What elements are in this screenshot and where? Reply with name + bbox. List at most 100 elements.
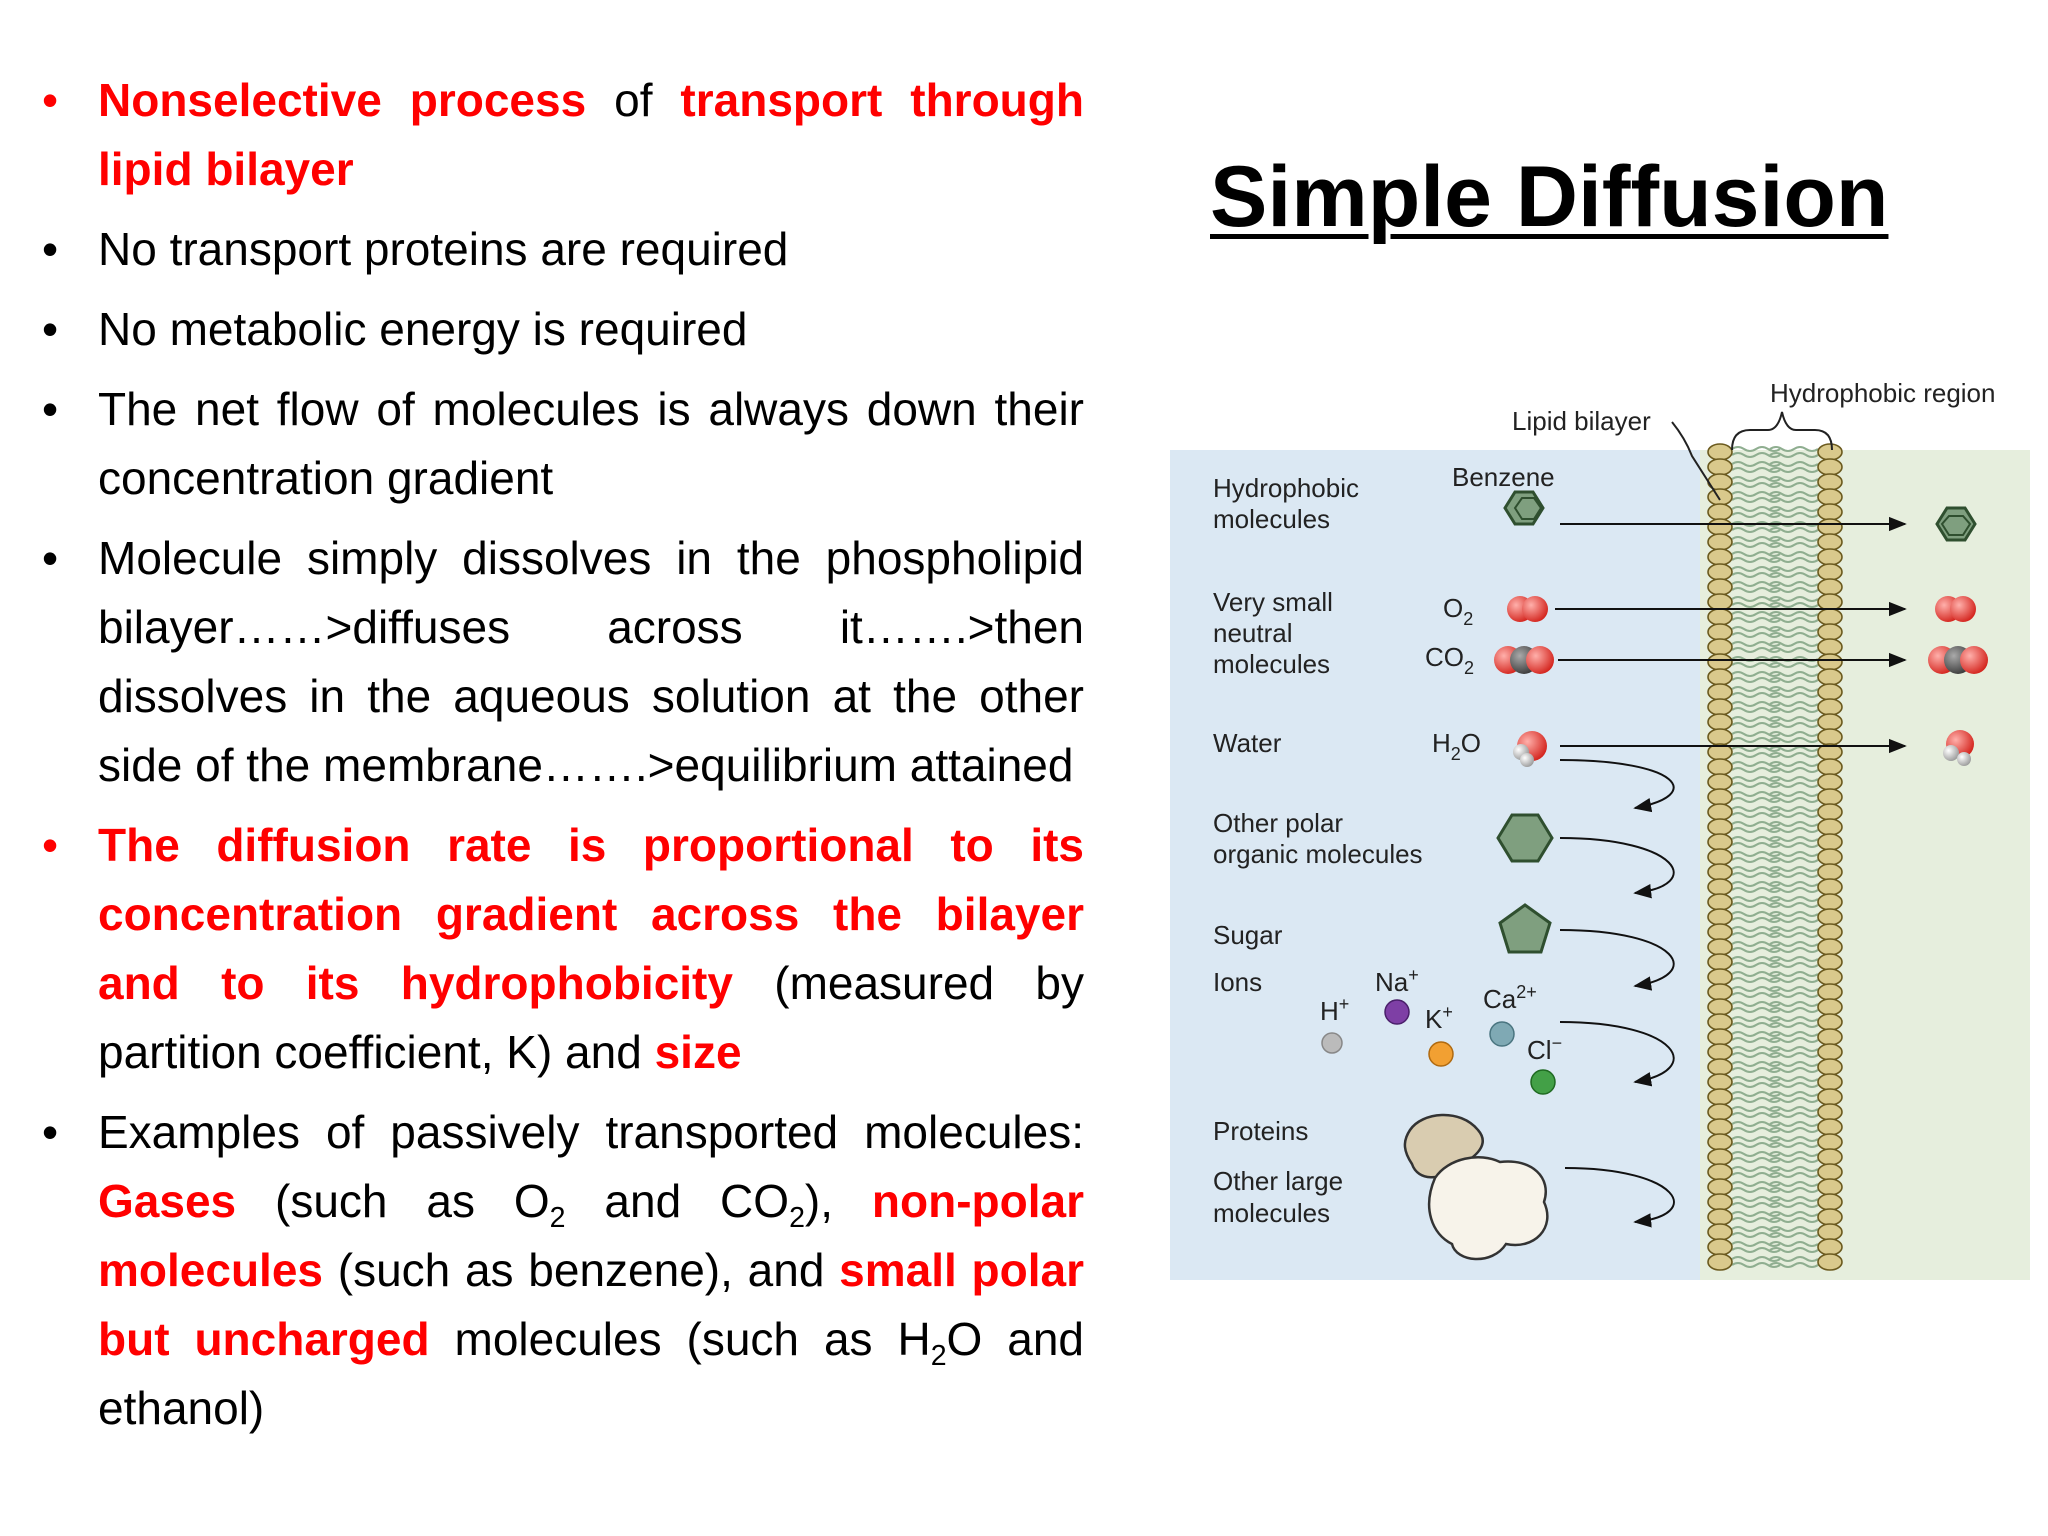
lipid-tail xyxy=(1731,692,1819,698)
lipid-tail xyxy=(1731,476,1819,482)
lipid-tail xyxy=(1731,581,1819,587)
lipid-tail xyxy=(1731,977,1819,983)
lipid-tail xyxy=(1731,1142,1819,1148)
lipid-tail xyxy=(1731,626,1819,632)
phospholipid-head xyxy=(1707,563,1733,581)
phospholipid-head xyxy=(1707,533,1733,551)
bullet-marker: • xyxy=(41,532,59,584)
subscript: 2 xyxy=(789,1201,805,1234)
lipid-tail xyxy=(1731,452,1819,458)
bullet-text: Examples of passively transported molecu… xyxy=(98,1106,1084,1158)
cl-ion-label: Cl− xyxy=(1527,1033,1562,1065)
other-polar-label-1: Other polar xyxy=(1213,808,1343,838)
bullet-marker: • xyxy=(41,74,59,126)
lipid-tail xyxy=(1731,662,1819,668)
bullet-item: • Examples of passively transported molec… xyxy=(30,1098,1084,1443)
phospholipid-head xyxy=(1817,503,1843,521)
h2o-right-hydrogen-2-icon xyxy=(1957,752,1971,766)
lipid-tail xyxy=(1731,857,1819,863)
bullet-text: non-polar molecules xyxy=(98,1175,1084,1296)
phospholipid-head xyxy=(1707,1043,1733,1061)
hydrophobic-molecules-label: Hydrophobic xyxy=(1213,473,1359,503)
lipid-tail xyxy=(1731,896,1819,902)
phospholipid-head xyxy=(1707,1088,1733,1106)
phospholipid-head xyxy=(1707,458,1733,476)
phospholipid-head xyxy=(1817,938,1843,956)
lipid-tail xyxy=(1731,761,1819,767)
phospholipid-head xyxy=(1817,1088,1843,1106)
lipid-tail xyxy=(1731,1232,1819,1238)
cl-ion-icon xyxy=(1530,1069,1556,1095)
lipid-tail xyxy=(1731,917,1819,923)
o2-atom-2-icon xyxy=(1522,596,1548,622)
lipid-tail xyxy=(1731,461,1819,467)
h2o-right-hydrogen-1-icon xyxy=(1943,745,1959,761)
phospholipid-head xyxy=(1817,593,1843,611)
lipid-tail xyxy=(1731,1031,1819,1037)
lipid-tail xyxy=(1731,1121,1819,1127)
very-small-label-3: molecules xyxy=(1213,649,1330,679)
lipid-bilayer-label: Lipid bilayer xyxy=(1512,406,1651,436)
bullet-text: (measured by partition coefficient, K) a… xyxy=(98,957,1084,1078)
lipid-tail xyxy=(1731,557,1819,563)
lipid-tail xyxy=(1731,887,1819,893)
bullet-text: The diffusion rate is proportional to it… xyxy=(98,819,1084,1009)
lipid-tail xyxy=(1731,1211,1819,1217)
bullet-marker: • xyxy=(41,1106,59,1158)
phospholipid-head xyxy=(1817,998,1843,1016)
phospholipid-head xyxy=(1707,518,1733,536)
phospholipid-head xyxy=(1707,803,1733,821)
phospholipid-head xyxy=(1817,773,1843,791)
intracellular-region xyxy=(1700,450,2030,1280)
lipid-tail xyxy=(1731,1067,1819,1073)
phospholipid-head xyxy=(1707,503,1733,521)
phospholipid-head xyxy=(1817,473,1843,491)
phospholipid-head xyxy=(1707,1073,1733,1091)
h2o-label: H2O xyxy=(1432,728,1481,764)
phospholipid-head xyxy=(1817,563,1843,581)
bullet-text: (such as O xyxy=(236,1175,550,1227)
ions-bounce-arrow xyxy=(1559,1021,1675,1087)
phospholipid-head xyxy=(1707,1193,1733,1211)
phospholipid-head xyxy=(1817,683,1843,701)
phospholipid-head xyxy=(1707,848,1733,866)
diagram-svg: Lipid bilayer Hydrophobic region Hydroph… xyxy=(1170,378,2030,1280)
phospholipid-head xyxy=(1707,1208,1733,1226)
co2-atom-2-icon xyxy=(1526,646,1554,674)
lipid-tail xyxy=(1731,911,1819,917)
phospholipid-head xyxy=(1707,638,1733,656)
lipid-tail xyxy=(1731,1076,1819,1082)
other-large-label-2: molecules xyxy=(1213,1198,1330,1228)
phospholipid-head xyxy=(1707,1178,1733,1196)
lipid-tail xyxy=(1731,1016,1819,1022)
phospholipid-head xyxy=(1817,653,1843,671)
very-small-label-2: neutral xyxy=(1213,618,1293,648)
lipid-tail xyxy=(1731,737,1819,743)
phospholipid-head xyxy=(1707,593,1733,611)
bullet-text: small polar but uncharged xyxy=(98,1244,1084,1365)
lipid-tail xyxy=(1731,932,1819,938)
ca-ion-icon xyxy=(1489,1021,1515,1047)
phospholipid-head xyxy=(1707,1103,1733,1121)
benzene-hexagon-icon xyxy=(1503,490,1545,526)
bullet-text: Molecule simply dissolves in the phospho… xyxy=(98,532,1084,791)
polar-molecule-hexagon-icon xyxy=(1496,813,1554,863)
phospholipid-head xyxy=(1817,668,1843,686)
phospholipid-head xyxy=(1817,1028,1843,1046)
k-ion-label: K+ xyxy=(1425,1002,1453,1034)
phospholipid-head xyxy=(1707,938,1733,956)
lipid-tail xyxy=(1731,776,1819,782)
bullet-text: ), xyxy=(804,1175,872,1227)
ca-ion-label: Ca2+ xyxy=(1483,982,1537,1014)
h-ion-icon xyxy=(1321,1032,1343,1054)
lipid-tail xyxy=(1731,986,1819,992)
lipid-tail xyxy=(1731,1091,1819,1097)
phospholipid-head xyxy=(1707,1133,1733,1151)
lipid-tail xyxy=(1731,1217,1819,1223)
phospholipid-head xyxy=(1817,1208,1843,1226)
lipid-tail xyxy=(1731,971,1819,977)
lipid-tail xyxy=(1731,1037,1819,1043)
phospholipid-head xyxy=(1817,1148,1843,1166)
proteins-label: Proteins xyxy=(1213,1116,1308,1146)
phospholipid-head xyxy=(1707,623,1733,641)
